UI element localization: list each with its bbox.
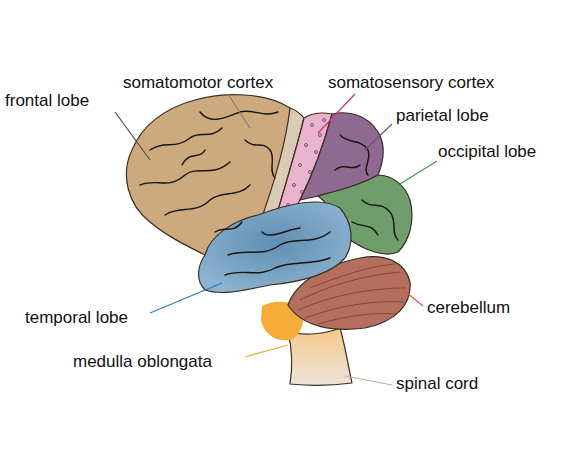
leader-line xyxy=(228,94,250,128)
leader-line xyxy=(396,284,423,306)
part-label: cerebellum xyxy=(427,299,510,317)
part-label: medulla oblongata xyxy=(73,353,212,371)
part-label: somatomotor cortex xyxy=(123,74,273,92)
part-label: occipital lobe xyxy=(438,143,536,161)
leader-line xyxy=(400,161,437,184)
part-label: parietal lobe xyxy=(396,107,489,125)
leader-line xyxy=(365,124,392,150)
leader-line xyxy=(345,376,392,385)
leader-line xyxy=(245,345,288,357)
brain-sulci xyxy=(140,111,398,275)
leader-lines xyxy=(115,94,437,385)
part-label: spinal cord xyxy=(396,375,478,393)
spinal-cord-shape xyxy=(288,328,352,385)
part-label: frontal lobe xyxy=(5,92,89,110)
temporal-lobe-shape xyxy=(199,202,351,293)
leader-line xyxy=(318,94,355,133)
part-label: somatosensory cortex xyxy=(328,74,494,92)
leader-line xyxy=(115,112,150,160)
part-label: temporal lobe xyxy=(25,309,128,327)
leader-line xyxy=(150,283,222,313)
